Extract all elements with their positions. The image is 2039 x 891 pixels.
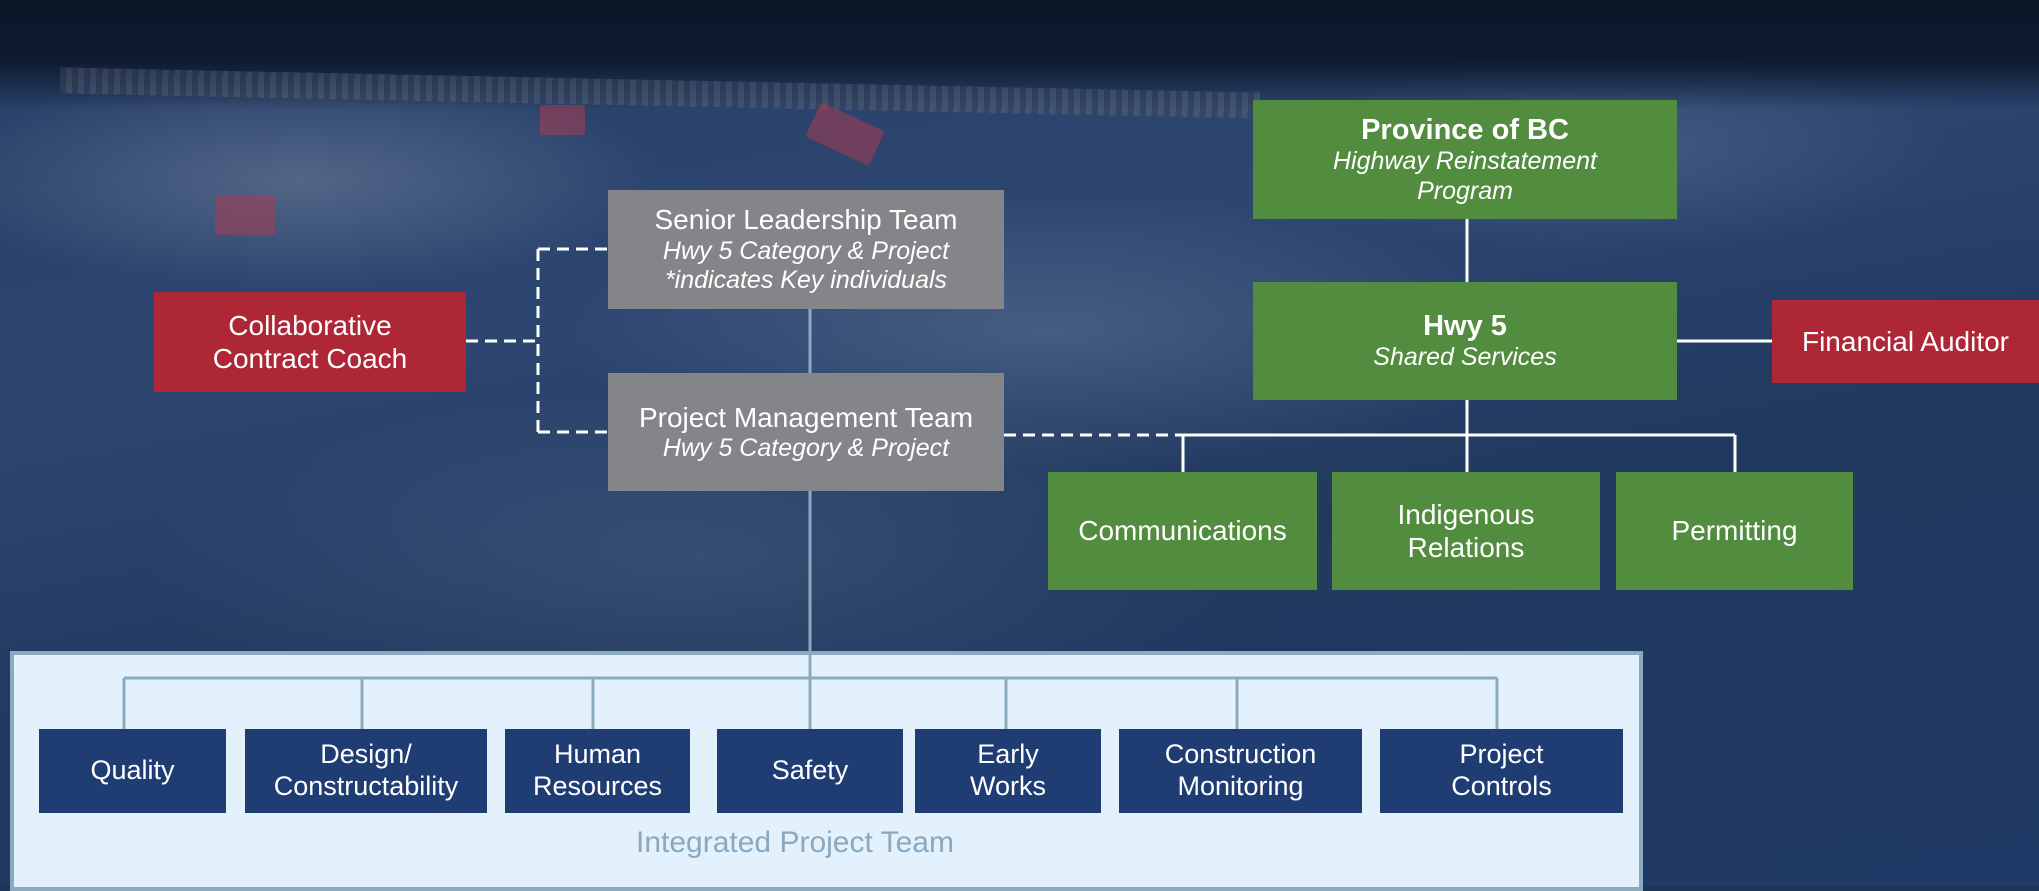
communications-box: Communications — [1048, 472, 1317, 590]
senior-leadership-subtitle: Hwy 5 Category & Project — [662, 236, 950, 265]
member-line2: Controls — [1451, 771, 1552, 801]
senior-leadership-note: *indicates Key individuals — [664, 266, 948, 295]
member-line1: Project — [1459, 739, 1544, 770]
service-line2: Relations — [1407, 532, 1525, 563]
integrated-project-team-label: Integrated Project Team — [636, 826, 954, 859]
indigenous-relations-box: Indigenous Relations — [1332, 472, 1600, 590]
human-resources-box: Human Resources — [505, 729, 690, 813]
member-line1: Safety — [771, 755, 849, 786]
hwy5-shared-services-box: Hwy 5 Shared Services — [1253, 282, 1677, 400]
province-of-bc-box: Province of BC Highway Reinstatement Pro… — [1253, 100, 1677, 219]
financial-auditor-label: Financial Auditor — [1801, 325, 2009, 357]
contract-coach-line2: Contract Coach — [212, 343, 408, 374]
service-line1: Permitting — [1671, 515, 1798, 547]
safety-box: Safety — [717, 729, 903, 813]
service-line1: Communications — [1078, 515, 1287, 547]
member-line1: Construction — [1164, 739, 1317, 770]
province-line2: Program — [1417, 176, 1513, 205]
senior-leadership-title: Senior Leadership Team — [654, 204, 958, 236]
member-line2: Monitoring — [1177, 771, 1304, 801]
project-management-team-box: Project Management Team Hwy 5 Category &… — [608, 373, 1004, 491]
contract-coach-box: Collaborative Contract Coach — [154, 292, 466, 392]
hwy5-subtitle: Shared Services — [1373, 343, 1557, 372]
senior-leadership-team-box: Senior Leadership Team Hwy 5 Category & … — [608, 190, 1004, 309]
service-line1: Indigenous — [1397, 498, 1535, 530]
early-works-box: Early Works — [915, 729, 1101, 813]
contract-coach-line1: Collaborative — [228, 309, 392, 341]
design-constructability-box: Design/ Constructability — [245, 729, 487, 813]
member-line2: Works — [969, 771, 1046, 801]
background-equipment — [215, 195, 275, 235]
project-controls-box: Project Controls — [1380, 729, 1623, 813]
member-line1: Human — [553, 739, 642, 770]
financial-auditor-box: Financial Auditor — [1772, 300, 2039, 383]
member-line1: Quality — [90, 755, 175, 786]
province-line1: Highway Reinstatement — [1332, 147, 1597, 176]
hwy5-title: Hwy 5 — [1423, 310, 1507, 343]
project-management-title: Project Management Team — [638, 401, 974, 433]
member-line1: Early — [977, 739, 1039, 770]
member-line1: Design/ — [320, 739, 412, 770]
construction-monitoring-box: Construction Monitoring — [1119, 729, 1362, 813]
member-line2: Constructability — [273, 771, 459, 801]
member-line2: Resources — [532, 771, 663, 801]
quality-box: Quality — [39, 729, 226, 813]
project-management-subtitle: Hwy 5 Category & Project — [662, 433, 950, 462]
province-title: Province of BC — [1361, 113, 1569, 146]
permitting-box: Permitting — [1616, 472, 1853, 590]
background-equipment — [540, 105, 585, 135]
